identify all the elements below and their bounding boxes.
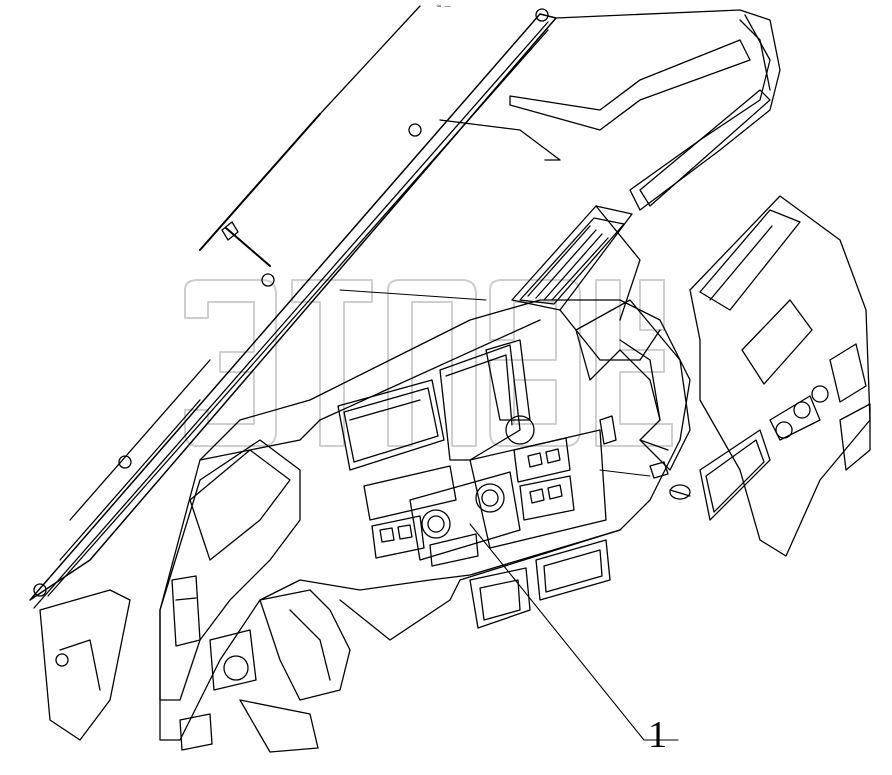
gauge-cluster <box>409 471 521 567</box>
switch-panel-right <box>513 437 575 521</box>
cluster-display <box>337 379 445 471</box>
air-vent-assembly <box>511 205 661 361</box>
switch-panel-left <box>363 465 457 559</box>
right-side-panel <box>689 195 871 557</box>
fastener-knob <box>649 461 691 500</box>
bolt-part <box>221 221 271 267</box>
header-mark: ≈ — <box>436 2 452 10</box>
dashboard-top-rail <box>29 5 557 609</box>
part-leader-lines <box>339 289 651 477</box>
upper-right-cover <box>439 9 781 211</box>
callout-leader-1 <box>469 523 679 741</box>
callout-number-1: 1 <box>648 714 667 756</box>
lower-left-structure <box>39 589 351 753</box>
watermark-logo <box>184 279 673 447</box>
dashboard-body <box>159 299 691 741</box>
mounting-bracket <box>575 299 691 471</box>
left-end-panel <box>159 439 301 751</box>
lower-console <box>459 529 621 629</box>
